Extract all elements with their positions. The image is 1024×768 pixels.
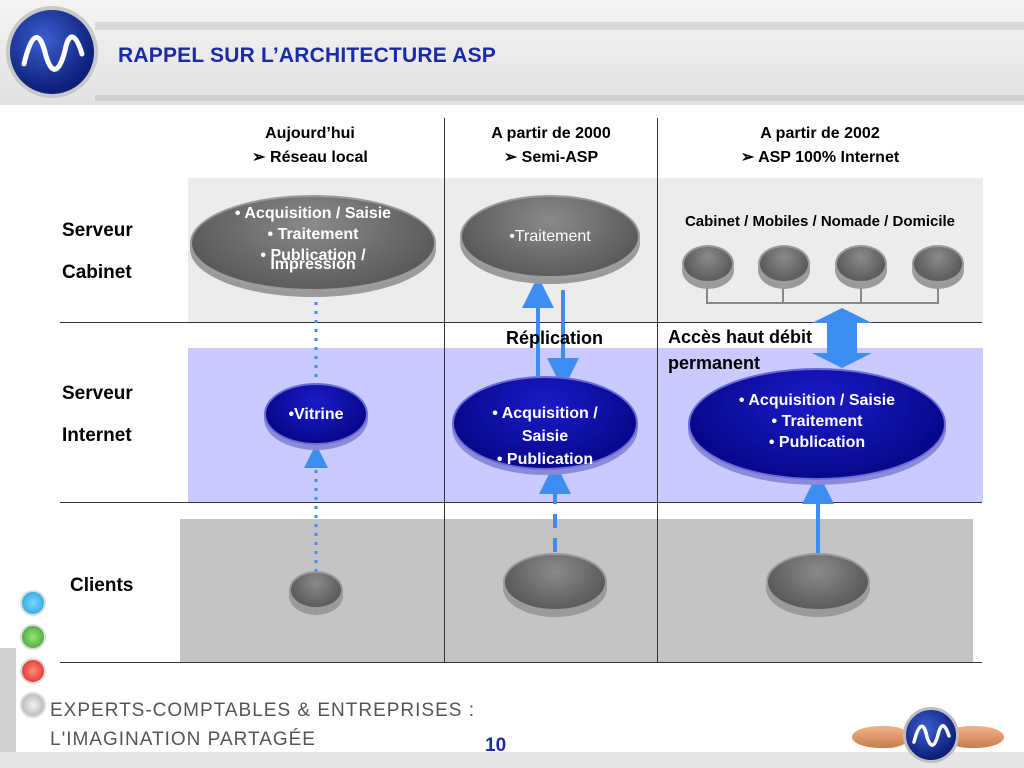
footer-wave-logo-icon: [903, 707, 959, 763]
internet-server-today: [264, 383, 368, 445]
column-header-line: Aujourd’hui: [265, 125, 355, 142]
nav-green-icon[interactable]: [20, 624, 46, 650]
node-line: • Acquisition / Saisie: [234, 205, 392, 222]
right-hand-icon: [948, 726, 1004, 748]
device-disk: [835, 245, 887, 283]
header-band: [0, 0, 1024, 105]
row-label-clients: Clients: [70, 575, 134, 596]
node-line: • Publication /: [260, 247, 366, 264]
node-line: Impression: [270, 256, 356, 273]
node-line: • Publication: [768, 434, 866, 451]
left-hand-icon: [852, 726, 908, 748]
internet-server-2002-text: • Acquisition / Saisie • Traitement • Pu…: [692, 390, 942, 453]
cabinet-2002-label: Cabinet / Mobiles / Nomade / Domicile: [684, 213, 956, 230]
node-line: Saisie: [521, 428, 569, 445]
wave-logo-icon: [6, 6, 98, 98]
column-header-line: ➢ Semi-ASP: [503, 149, 599, 166]
column-header-line: ➢ Réseau local: [252, 149, 368, 166]
grid-vertical-line: [444, 118, 445, 663]
row-label-line: Serveur: [62, 220, 133, 241]
row-label-serveur-cabinet: Serveur Cabinet: [62, 210, 133, 294]
nav-blue-icon[interactable]: [20, 590, 46, 616]
footer-band: [0, 752, 1024, 768]
double-arrow: [812, 308, 872, 368]
replication-label: Réplication: [506, 328, 604, 348]
column-header-today: Aujourd’hui ➢ Réseau local: [200, 122, 420, 170]
column-header-line: ➢ ASP 100% Internet: [740, 149, 900, 166]
grid-horizontal-line: [60, 322, 982, 323]
client-disk-2002: [766, 553, 870, 611]
column-header-line: A partir de 2002: [760, 125, 880, 142]
device-disk: [758, 245, 810, 283]
acces-line: permanent: [668, 353, 761, 373]
internet-server-2000: [452, 376, 638, 470]
acces-line: Accès haut débit: [668, 327, 813, 347]
nav-gray-icon[interactable]: [20, 692, 46, 718]
nav-red-icon[interactable]: [20, 658, 46, 684]
cabinet-server-today: [190, 195, 436, 291]
internet-server-today-text: •Vitrine: [288, 406, 344, 423]
column-header-2002: A partir de 2002 ➢ ASP 100% Internet: [660, 122, 980, 170]
internet-server-2002: [688, 368, 946, 480]
footer-line1: EXPERTS-COMPTABLES & ENTREPRISES :: [50, 700, 476, 721]
client-disk-today: [289, 571, 343, 609]
row-label-line: Internet: [62, 425, 132, 446]
node-line: • Traitement: [771, 413, 863, 430]
footer-side-strip: [0, 648, 16, 758]
node-line: • Acquisition / Saisie: [738, 392, 896, 409]
cabinet-server-2000: [460, 195, 640, 278]
column-header-2000: A partir de 2000 ➢ Semi-ASP: [446, 122, 656, 170]
grid-horizontal-line: [60, 662, 982, 663]
node-line: • Traitement: [267, 226, 359, 243]
footer-line2: L'IMAGINATION PARTAGÉE: [50, 729, 316, 750]
client-disk-2000: [503, 553, 607, 611]
grid-horizontal-line: [60, 502, 982, 503]
row-label-line: Cabinet: [62, 262, 132, 283]
column-header-line: A partir de 2000: [491, 125, 611, 142]
device-disk: [682, 245, 734, 283]
node-line: • Acquisition /: [492, 405, 598, 422]
cabinet-server-today-text: • Acquisition / Saisie • Traitement • Pu…: [200, 203, 426, 275]
device-disk: [912, 245, 964, 283]
internet-server-2000-text: • Acquisition / Saisie • Publication: [456, 402, 634, 471]
acces-label: Accès haut débit permanent: [668, 324, 812, 376]
page-title: RAPPEL SUR L’ARCHITECTURE ASP: [118, 44, 497, 67]
node-line: • Publication: [496, 451, 594, 468]
row-label-line: Serveur: [62, 383, 133, 404]
cabinet-server-2000-text: •Traitement: [509, 228, 591, 245]
grid-vertical-line: [657, 118, 658, 663]
disk-bus-connector: [706, 283, 939, 304]
header-divider-bottom: [95, 95, 1024, 101]
row-label-serveur-internet: Serveur Internet: [62, 373, 133, 457]
page-number: 10: [485, 735, 507, 756]
header-divider: [95, 22, 1024, 30]
